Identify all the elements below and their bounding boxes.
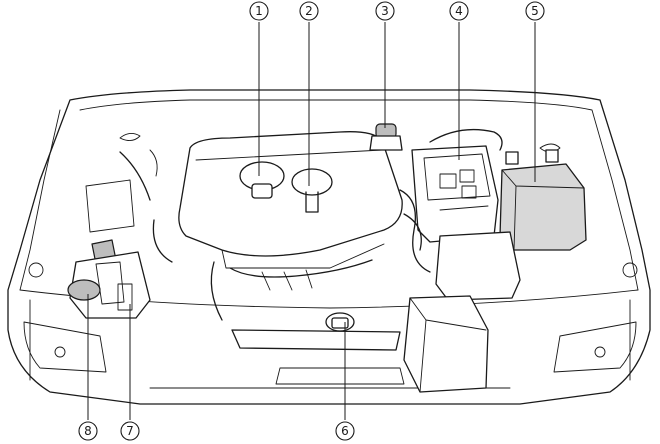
callout-3-label: 3: [381, 4, 389, 18]
callout-2-label: 2: [305, 4, 313, 18]
fuse-block: [411, 128, 503, 243]
callout-7-label: 7: [126, 424, 134, 438]
washer-fluid-cap: [67, 279, 101, 301]
callout-1: 1: [249, 1, 269, 21]
callout-8-label: 8: [84, 424, 92, 438]
engine-cover: [178, 131, 403, 269]
callout-6-label: 6: [341, 424, 349, 438]
callout-5: 5: [525, 1, 545, 21]
intake-and-hoses: [85, 149, 431, 321]
callout-4-label: 4: [455, 4, 463, 18]
brake-fluid-reservoir: [369, 123, 403, 151]
reservoir-group: [67, 239, 151, 319]
callout-7: 7: [120, 421, 140, 441]
callout-8: 8: [78, 421, 98, 441]
radiator-cap: [231, 312, 401, 351]
air-filter-box: [403, 231, 521, 393]
callout-6: 6: [335, 421, 355, 441]
callout-3: 3: [375, 1, 395, 21]
leader-lines: [87, 22, 536, 420]
callout-5-label: 5: [531, 4, 539, 18]
callout-1-label: 1: [255, 4, 263, 18]
battery: [499, 149, 587, 251]
callout-2: 2: [299, 1, 319, 21]
callout-4: 4: [449, 1, 469, 21]
oil-dipstick: [305, 191, 319, 213]
coolant-reservoir: [117, 283, 133, 311]
